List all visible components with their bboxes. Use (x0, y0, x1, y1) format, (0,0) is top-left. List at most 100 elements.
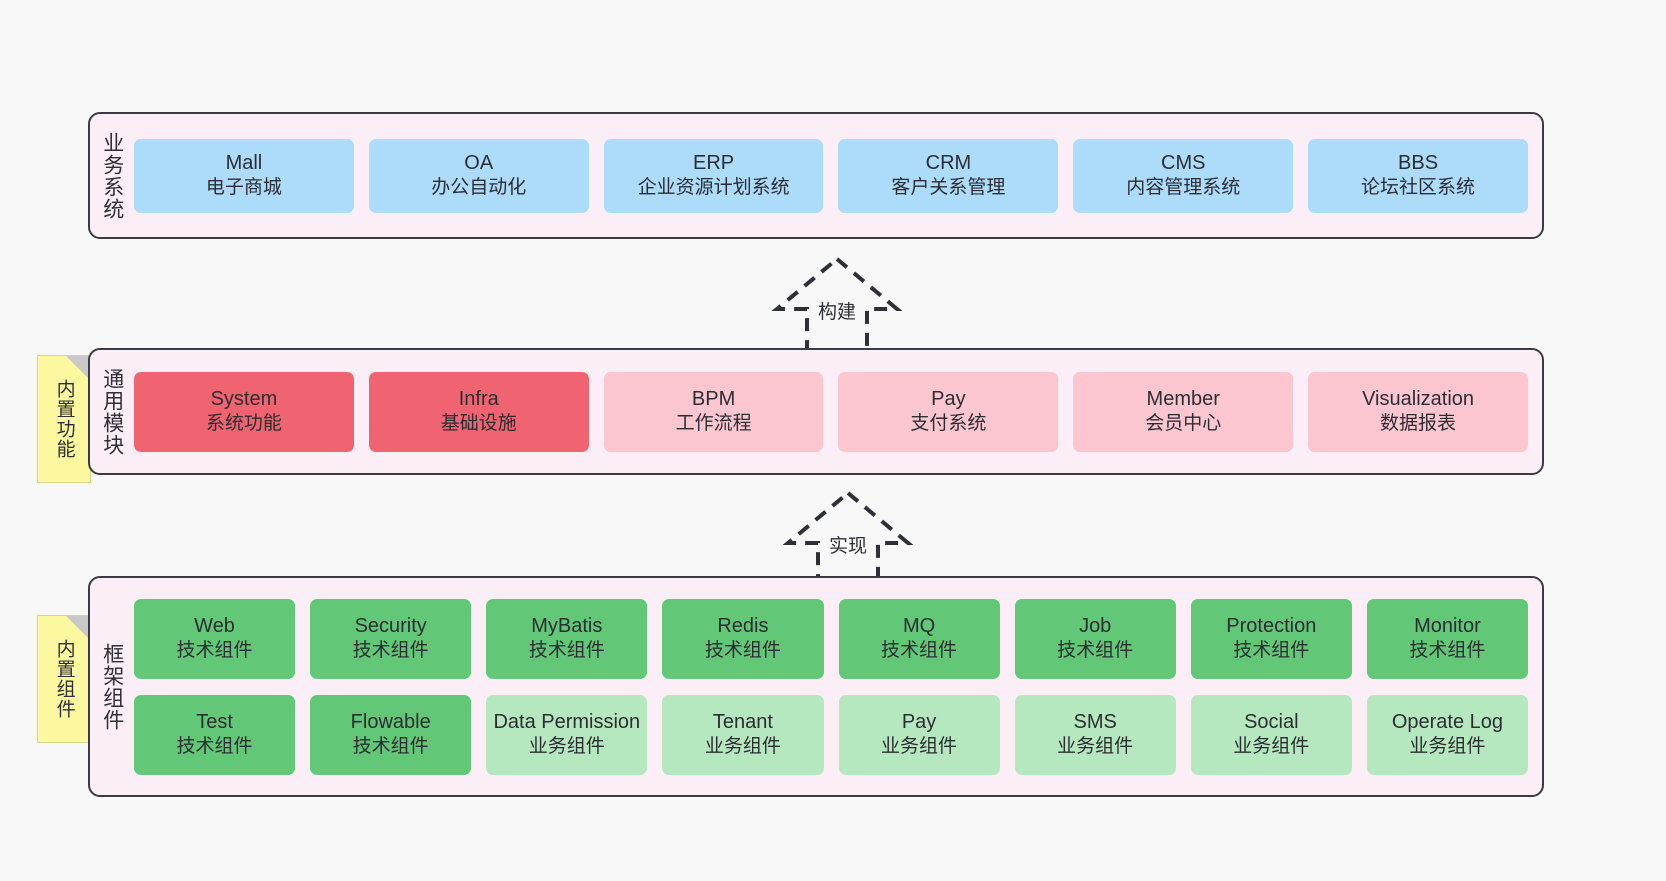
layer-framework-components: 框架组件 Web 技术组件 Security 技术组件 MyBatis 技术组件… (88, 576, 1544, 797)
card-bpm[interactable]: BPM 工作流程 (603, 371, 824, 452)
card-title: Test (196, 711, 233, 734)
card-title: Data Permission (493, 711, 641, 734)
card-job[interactable]: Job 技术组件 (1014, 598, 1176, 679)
card-social[interactable]: Social 业务组件 (1190, 694, 1352, 775)
card-title: Web (194, 615, 235, 638)
sticky-note-label: 内置组件 (53, 639, 75, 719)
card-security[interactable]: Security 技术组件 (310, 598, 472, 679)
card-oa[interactable]: OA 办公自动化 (368, 138, 589, 213)
card-subtitle: 技术组件 (176, 736, 253, 758)
card-sms[interactable]: SMS 业务组件 (1014, 694, 1176, 775)
card-row: Test 技术组件 Flowable 技术组件 Data Permission … (134, 694, 1528, 775)
card-subtitle: 数据报表 (1380, 413, 1457, 435)
card-subtitle: 业务组件 (1409, 736, 1486, 758)
card-title: MQ (902, 615, 936, 638)
card-visualization[interactable]: Visualization 数据报表 (1308, 371, 1528, 452)
card-title: CRM (925, 152, 972, 175)
card-subtitle: 技术组件 (352, 640, 429, 662)
card-title: Tenant (712, 711, 773, 734)
card-pay[interactable]: Pay 支付系统 (838, 371, 1059, 452)
card-title: Protection (1226, 615, 1317, 638)
card-member[interactable]: Member 会员中心 (1073, 371, 1294, 452)
card-subtitle: 技术组件 (881, 640, 958, 662)
layer-body-business-systems: Mall 电子商城 OA 办公自动化 ERP 企业资源计划系统 CRM 客户关系… (134, 114, 1542, 237)
card-subtitle: 业务组件 (1057, 736, 1134, 758)
card-title: Flowable (350, 711, 431, 734)
card-subtitle: 技术组件 (1233, 640, 1310, 662)
card-subtitle: 业务组件 (704, 736, 781, 758)
card-subtitle: 业务组件 (881, 736, 958, 758)
card-subtitle: 技术组件 (1409, 640, 1486, 662)
card-cms[interactable]: CMS 内容管理系统 (1073, 138, 1294, 213)
sticky-note-label: 内置功能 (53, 379, 75, 459)
card-monitor[interactable]: Monitor 技术组件 (1366, 598, 1528, 679)
card-subtitle: 技术组件 (704, 640, 781, 662)
card-subtitle: 技术组件 (352, 736, 429, 758)
card-title: Operate Log (1391, 711, 1504, 734)
card-subtitle: 工作流程 (675, 413, 752, 435)
card-subtitle: 电子商城 (205, 177, 282, 199)
card-subtitle: 技术组件 (528, 640, 605, 662)
card-title: Redis (717, 615, 769, 638)
card-title: BPM (691, 388, 736, 411)
card-operate-log[interactable]: Operate Log 业务组件 (1366, 694, 1528, 775)
card-title: Pay (931, 388, 966, 411)
layer-body-common-modules: System 系统功能 Infra 基础设施 BPM 工作流程 Pay 支付系统… (134, 350, 1542, 473)
connector-build: 构建 (742, 253, 932, 359)
card-title: Security (354, 615, 427, 638)
card-subtitle: 技术组件 (1057, 640, 1134, 662)
card-data-permission[interactable]: Data Permission 业务组件 (486, 694, 648, 775)
card-subtitle: 业务组件 (1233, 736, 1310, 758)
card-subtitle: 内容管理系统 (1126, 177, 1241, 199)
sticky-note-builtin-components: 内置组件 (37, 615, 91, 743)
connector-label-build: 构建 (815, 297, 859, 324)
card-crm[interactable]: CRM 客户关系管理 (838, 138, 1059, 213)
card-system[interactable]: System 系统功能 (134, 371, 354, 452)
card-bbs[interactable]: BBS 论坛社区系统 (1308, 138, 1528, 213)
card-subtitle: 论坛社区系统 (1361, 177, 1476, 199)
card-title: Member (1146, 388, 1220, 411)
card-title: SMS (1073, 711, 1117, 734)
card-pay-business[interactable]: Pay 业务组件 (838, 694, 1000, 775)
card-title: OA (464, 152, 494, 175)
layer-label-common-modules: 通用模块 (100, 367, 124, 456)
card-redis[interactable]: Redis 技术组件 (662, 598, 824, 679)
card-title: Infra (458, 388, 499, 411)
card-row: Mall 电子商城 OA 办公自动化 ERP 企业资源计划系统 CRM 客户关系… (134, 138, 1528, 213)
card-title: Visualization (1362, 388, 1475, 411)
card-title: Monitor (1414, 615, 1481, 638)
card-erp[interactable]: ERP 企业资源计划系统 (603, 138, 824, 213)
card-subtitle: 系统功能 (205, 413, 282, 435)
card-test[interactable]: Test 技术组件 (134, 694, 296, 775)
sticky-note-builtin-features: 内置功能 (37, 355, 91, 483)
card-mq[interactable]: MQ 技术组件 (838, 598, 1000, 679)
card-subtitle: 会员中心 (1145, 413, 1222, 435)
card-subtitle: 技术组件 (176, 640, 253, 662)
card-mall[interactable]: Mall 电子商城 (134, 138, 354, 213)
card-title: Pay (901, 711, 937, 734)
layer-body-framework-components: Web 技术组件 Security 技术组件 MyBatis 技术组件 Redi… (134, 578, 1542, 795)
card-title: BBS (1398, 152, 1439, 175)
layer-business-systems: 业务系统 Mall 电子商城 OA 办公自动化 ERP 企业资源计划系统 CRM… (88, 112, 1544, 239)
card-tenant[interactable]: Tenant 业务组件 (662, 694, 824, 775)
card-subtitle: 办公自动化 (431, 177, 527, 199)
card-flowable[interactable]: Flowable 技术组件 (310, 694, 472, 775)
card-title: Social (1244, 711, 1299, 734)
card-infra[interactable]: Infra 基础设施 (368, 371, 589, 452)
card-title: MyBatis (531, 615, 603, 638)
layer-label-business-systems: 业务系统 (100, 131, 124, 220)
card-title: System (210, 388, 278, 411)
card-title: CMS (1161, 152, 1206, 175)
card-subtitle: 企业资源计划系统 (637, 177, 790, 199)
connector-label-realize: 实现 (826, 531, 870, 558)
card-protection[interactable]: Protection 技术组件 (1190, 598, 1352, 679)
card-web[interactable]: Web 技术组件 (134, 598, 296, 679)
layer-common-modules: 通用模块 System 系统功能 Infra 基础设施 BPM 工作流程 Pay… (88, 348, 1544, 475)
card-subtitle: 业务组件 (528, 736, 605, 758)
card-subtitle: 客户关系管理 (891, 177, 1006, 199)
card-row: Web 技术组件 Security 技术组件 MyBatis 技术组件 Redi… (134, 598, 1528, 679)
card-mybatis[interactable]: MyBatis 技术组件 (486, 598, 648, 679)
card-row: System 系统功能 Infra 基础设施 BPM 工作流程 Pay 支付系统… (134, 371, 1528, 452)
layer-label-framework-components: 框架组件 (100, 642, 124, 731)
